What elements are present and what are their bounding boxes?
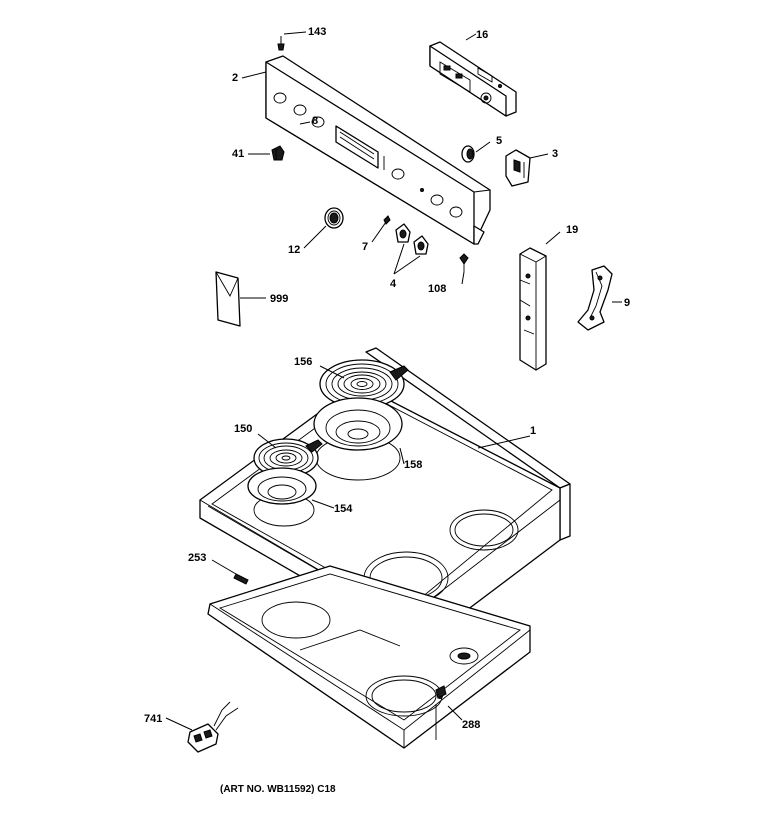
- callout-5: 5: [496, 135, 502, 147]
- callout-253: 253: [188, 552, 206, 564]
- callout-12: 12: [288, 244, 300, 256]
- spring-clip-108: [459, 253, 469, 272]
- callout-1: 1: [530, 425, 536, 437]
- callout-3: 3: [552, 148, 558, 160]
- callout-16: 16: [476, 29, 488, 41]
- large-surface-unit-156: [319, 359, 409, 409]
- knob-5: [461, 145, 475, 163]
- end-cap-9: [577, 265, 613, 331]
- callout-156: 156: [294, 356, 312, 368]
- terminal-block-741: [187, 701, 239, 753]
- drip-pan-158: [313, 397, 403, 451]
- switch-3: [505, 149, 531, 187]
- art-number-caption: (ART NO. WB11592) C18: [220, 784, 336, 795]
- leader-lines: [165, 31, 622, 731]
- callout-154: 154: [334, 503, 353, 515]
- callout-41: 41: [232, 148, 244, 160]
- literature-envelope-999: [215, 271, 241, 327]
- callout-288: 288: [462, 719, 480, 731]
- callout-8: 8: [312, 115, 318, 127]
- clock-timer-module: [429, 41, 517, 117]
- small-surface-unit-150: [253, 438, 323, 478]
- control-panel-backsplash: [265, 55, 491, 245]
- callout-4: 4: [390, 278, 397, 290]
- screw-143: [277, 36, 285, 51]
- knobs-4: [395, 223, 429, 255]
- drip-pan-154: [247, 467, 317, 505]
- screw-288: [435, 685, 447, 740]
- callout-7: 7: [362, 241, 368, 253]
- knob-41: [271, 145, 285, 161]
- callout-108: 108: [428, 283, 446, 295]
- callout-999: 999: [270, 293, 288, 305]
- side-bracket-19: [519, 247, 547, 371]
- callout-9: 9: [624, 297, 630, 309]
- clip-253: [233, 573, 249, 585]
- callout-150: 150: [234, 423, 252, 435]
- callout-labels: 143 2 16 8 41 5 3 7 12 4 108 19 999 9 15…: [144, 26, 630, 731]
- callout-143: 143: [308, 26, 326, 38]
- callout-19: 19: [566, 224, 578, 236]
- callout-741: 741: [144, 713, 162, 725]
- burner-box-pan: [207, 565, 531, 749]
- callout-2: 2: [232, 72, 238, 84]
- knob-12: [324, 207, 344, 229]
- callout-158: 158: [404, 459, 422, 471]
